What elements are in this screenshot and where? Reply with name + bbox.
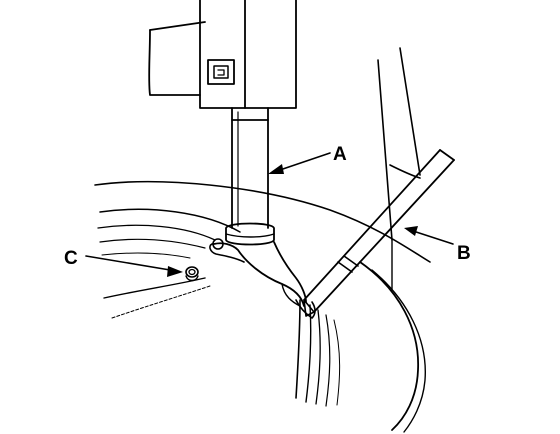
mount-demount-head [209, 222, 316, 319]
arrowhead-icon [167, 266, 183, 277]
arrowhead-icon [404, 226, 418, 236]
vertical-shaft [231, 107, 269, 229]
valve-stem [185, 266, 199, 282]
upper-arm-housing [148, 0, 297, 109]
callout-c: C [64, 248, 183, 277]
callout-label-b: B [457, 243, 471, 264]
tire-and-rim [94, 180, 431, 433]
callout-a: A [268, 144, 347, 174]
callout-label-a: A [333, 144, 347, 165]
tire-lever [303, 149, 455, 317]
callout-label-c: C [64, 248, 78, 269]
machine-column [377, 47, 421, 291]
arrowhead-icon [268, 164, 284, 174]
callout-b: B [404, 226, 471, 264]
